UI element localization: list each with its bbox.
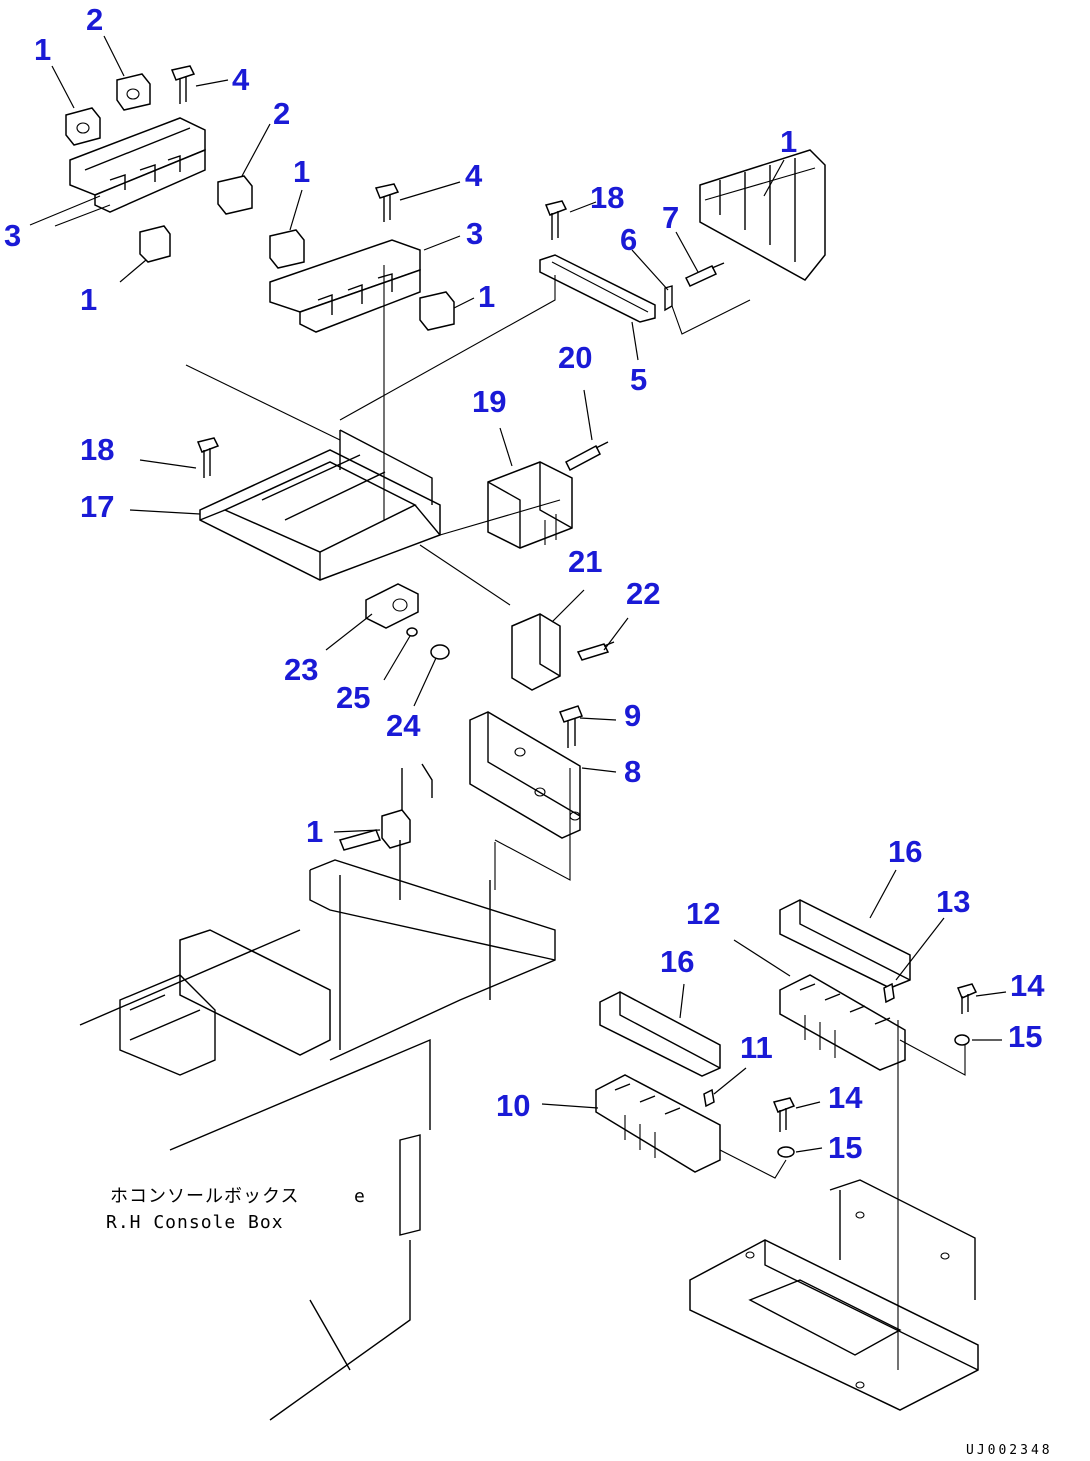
callout-label: 18 <box>80 432 114 467</box>
bolt-4-top <box>170 65 196 104</box>
callout-label: 17 <box>80 489 114 524</box>
bolt-9 <box>559 705 583 748</box>
washer-25 <box>406 627 418 637</box>
callout-label: 15 <box>828 1130 862 1165</box>
callout-label: 1 <box>293 154 310 189</box>
callout-label: 6 <box>620 222 637 257</box>
callout-label: 11 <box>740 1030 773 1065</box>
callout-label: 16 <box>888 834 922 869</box>
relay-row-1 <box>699 149 826 281</box>
callout-label: 25 <box>336 680 370 715</box>
assembly-lines <box>29 195 966 1370</box>
callout-label: 4 <box>465 158 483 193</box>
clip-6 <box>664 285 673 312</box>
callout-label: 19 <box>472 384 506 419</box>
callout-label: 14 <box>828 1080 863 1115</box>
relay-1-lower <box>381 809 411 849</box>
fuse-box-12 <box>779 974 906 1071</box>
washer-15-upper <box>954 1034 970 1046</box>
callout-labels: 1 2 4 2 3 1 1 4 3 1 18 7 6 1 5 20 19 18 … <box>4 2 1045 1165</box>
screw-14-upper <box>956 983 978 1014</box>
note-japanese: ホコンソールボックス <box>110 1186 299 1207</box>
relay-bracket-center <box>269 239 421 333</box>
callout-label: 15 <box>1008 1019 1042 1054</box>
callout-label: 5 <box>630 362 647 397</box>
clip-13 <box>883 982 895 1004</box>
callout-label: 13 <box>936 884 970 919</box>
relay-bracket-left <box>69 117 206 213</box>
callout-label: 1 <box>478 279 495 314</box>
connector-23 <box>365 583 419 629</box>
lower-frame <box>79 840 556 1151</box>
bolt-4-center <box>374 183 400 222</box>
relay-2-right <box>217 175 253 215</box>
callout-label: 7 <box>662 200 679 235</box>
clip-11 <box>703 1088 715 1108</box>
relay-1-under <box>139 225 171 263</box>
note-english: R.H Console Box <box>106 1212 284 1233</box>
drawing-code: UJ002348 <box>966 1443 1053 1458</box>
callout-label: 2 <box>86 2 103 37</box>
bolt-18-left <box>196 437 220 478</box>
callout-label: 2 <box>273 96 290 131</box>
bolt-20 <box>565 441 609 472</box>
washer-15-lower <box>777 1146 795 1158</box>
leader-lines <box>51 35 1007 1153</box>
connector-lower <box>269 1134 421 1421</box>
relay-1-center-right <box>419 291 455 331</box>
callout-label: 1 <box>34 32 51 67</box>
console-box-note: ホコンソールボックス e R.H Console Box <box>106 1186 366 1233</box>
callout-label: 23 <box>284 652 318 687</box>
callout-label: 22 <box>626 576 660 611</box>
bolt-7 <box>684 262 725 287</box>
plate-5 <box>539 254 656 323</box>
callout-label: 3 <box>466 216 483 251</box>
relay-1-center-top <box>269 229 305 269</box>
nut-24 <box>430 644 450 660</box>
callout-label: 1 <box>306 814 323 849</box>
callout-label: 1 <box>780 124 797 159</box>
relay-1-left <box>65 107 101 146</box>
callout-label: 3 <box>4 218 21 253</box>
bracket-8 <box>469 711 581 839</box>
callout-label: 18 <box>590 180 624 215</box>
callout-label: 1 <box>80 282 97 317</box>
screw-14-lower <box>772 1097 796 1132</box>
callout-label: 12 <box>686 896 720 931</box>
cover-16-lower <box>599 991 721 1077</box>
callout-label: 20 <box>558 340 592 375</box>
bolt-18-top <box>544 200 568 240</box>
fuse-box-10 <box>595 1074 721 1173</box>
relay-2-left <box>116 73 151 111</box>
cover-16-upper <box>779 899 911 989</box>
callout-label: 4 <box>232 62 250 97</box>
callout-label: 16 <box>660 944 694 979</box>
callout-label: 24 <box>386 708 421 743</box>
console-base-plate <box>689 1179 979 1411</box>
unit-19 <box>487 461 573 549</box>
callout-label: 14 <box>1010 968 1045 1003</box>
callout-label: 9 <box>624 698 641 733</box>
box-frame-17 <box>199 429 441 581</box>
callout-label: 21 <box>568 544 602 579</box>
note-mark: e <box>354 1186 366 1207</box>
callout-label: 10 <box>496 1088 530 1123</box>
unit-21 <box>511 613 561 691</box>
callout-label: 8 <box>624 754 641 789</box>
